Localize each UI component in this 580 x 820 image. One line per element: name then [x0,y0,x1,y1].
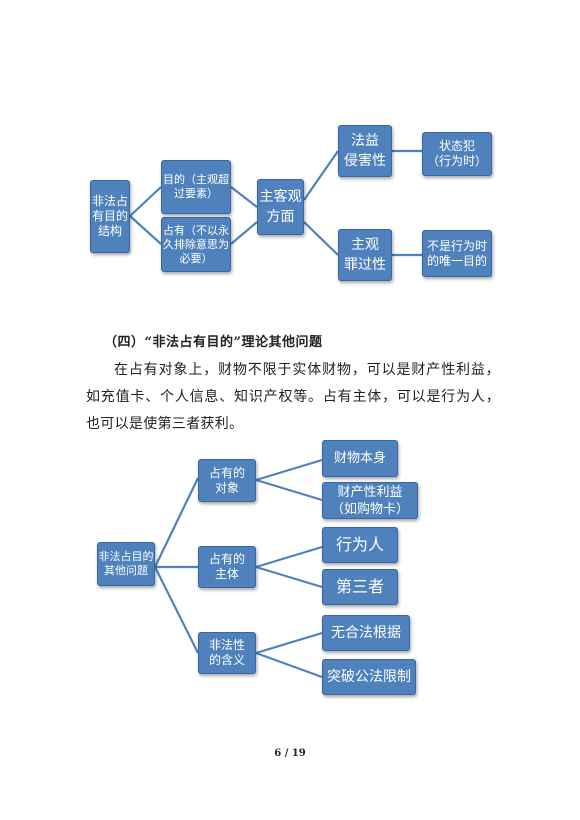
node-possession-object: 占有的 对象 [198,459,256,502]
node-possession: 占有（不以永 久排除意思为 必要） [161,217,231,272]
node-legal-interest-infringement: 法益 侵害性 [338,125,392,177]
body-paragraph: 在占有对象上，财物不限于实体财物，可以是财产性利益，如充值卡、个人信息、知识产权… [86,362,500,432]
page-number: 6 / 19 [274,748,306,759]
node-property-interest: 财产性利益 （如购物卡） [322,482,418,519]
node-illegal-possession-structure: 非法占 有目的 结构 [90,180,130,253]
node-possession-subject: 占有的 主体 [198,546,256,588]
node-state-crime: 状态犯 （行为时） [422,132,492,176]
node-other-issues-root: 非法占目的 其他问题 [97,542,155,586]
node-third-party: 第三者 [322,569,398,605]
node-subjective-culpability: 主观 罪过性 [338,229,392,281]
node-no-legal-basis: 无合法根据 [322,615,410,651]
node-actor: 行为人 [322,527,398,563]
node-not-only-purpose: 不是行为时 的唯一目的 [422,230,492,277]
node-break-public-law: 突破公法限制 [322,659,416,695]
node-purpose: 目的（主观超 过要素） [161,160,231,214]
section-heading: （四）“非法占有目的”理论其他问题 [104,335,323,350]
node-subjective-objective: 主客观 方面 [257,179,304,235]
node-illegality-meaning: 非法性 的含义 [198,632,256,674]
node-property-itself: 财物本身 [322,440,398,477]
